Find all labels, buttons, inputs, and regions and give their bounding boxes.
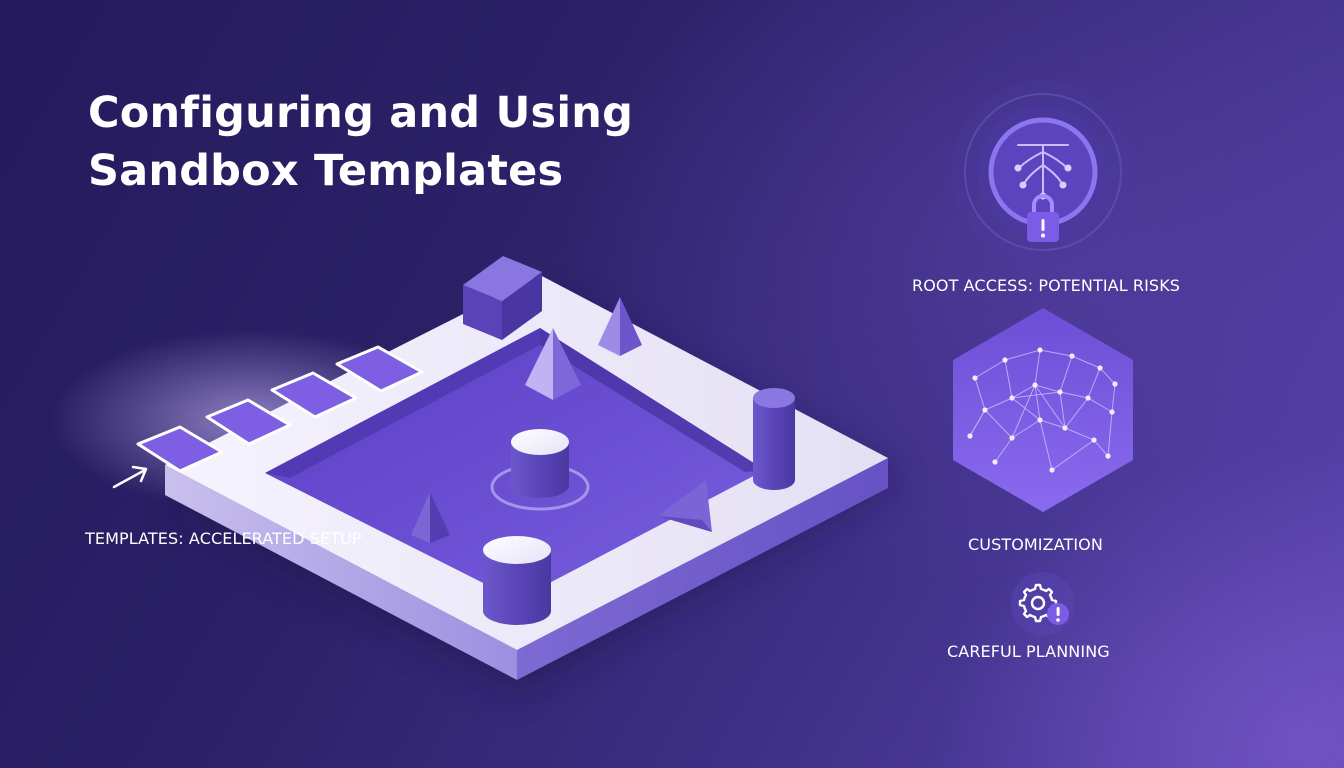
title-line-2: Sandbox Templates <box>88 146 564 196</box>
template-tiles <box>136 345 424 473</box>
template-tile-1 <box>136 425 224 473</box>
page-title: Configuring and Using Sandbox Templates <box>88 84 633 200</box>
inner-wall-back-left <box>265 328 540 478</box>
inner-wall-back-right <box>540 328 765 472</box>
cylinder-front <box>483 536 551 625</box>
careful-planning-label: CAREFUL PLANNING <box>947 642 1110 661</box>
template-tile-3 <box>270 371 358 419</box>
pyramid-small-back <box>598 297 642 356</box>
title-line-1: Configuring and Using <box>88 88 634 138</box>
network-hexagon-icon <box>953 308 1133 512</box>
customization-label: CUSTOMIZATION <box>968 535 1103 554</box>
platform-front-right <box>517 458 888 680</box>
templates-label: TEMPLATES: ACCELERATED SETUP <box>85 529 362 548</box>
arrow-icon <box>112 465 148 489</box>
cylinder-tall <box>753 388 795 490</box>
network-tree-lock-icon <box>951 80 1135 264</box>
pyramid-large <box>525 328 581 400</box>
template-tile-4 <box>335 345 424 393</box>
cylinder-center <box>490 429 590 511</box>
gear-warning-icon <box>1011 572 1075 636</box>
pyramid-small-front <box>411 492 450 543</box>
platform-front-left <box>165 465 517 680</box>
template-tile-2 <box>205 398 292 446</box>
triangle-prism <box>658 480 712 532</box>
root-access-label: ROOT ACCESS: POTENTIAL RISKS <box>912 276 1181 295</box>
cube-shape <box>463 256 542 340</box>
